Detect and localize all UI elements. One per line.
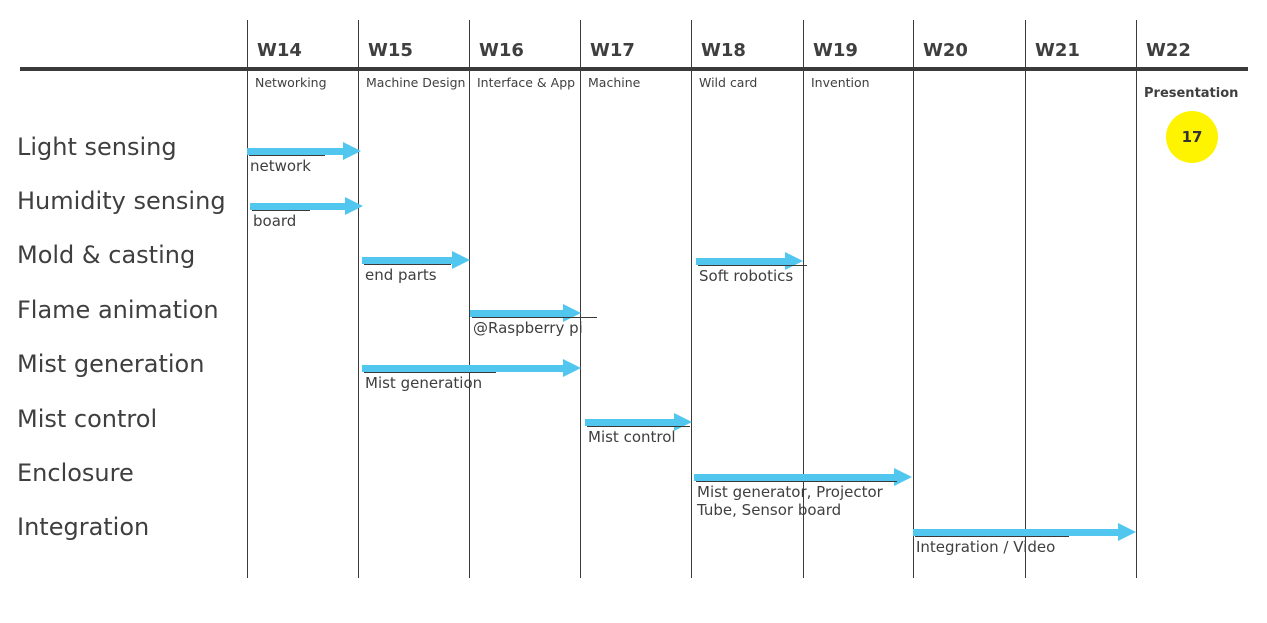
gantt-arrow-head (452, 251, 470, 269)
milestone-circle: 17 (1166, 111, 1218, 163)
task-label: Mist generation (17, 350, 205, 378)
gantt-bar-label: network (249, 155, 325, 175)
week-phase-label: Machine Design (366, 75, 466, 90)
gantt-arrow-shaft (694, 474, 896, 481)
gantt-arrow-shaft (247, 148, 345, 155)
gantt-arrow-head (345, 197, 363, 215)
week-gridline (691, 20, 692, 578)
task-label: Mold & casting (17, 241, 196, 269)
gantt-arrow-head (343, 142, 361, 160)
week-gridline (358, 20, 359, 578)
week-phase-label: Interface & App (477, 75, 576, 90)
week-gridline (247, 20, 248, 578)
gantt-arrow-shaft (362, 365, 565, 372)
gantt-bar-label: Soft robotics (698, 265, 808, 285)
task-label: Enclosure (17, 459, 134, 487)
week-label: W20 (923, 40, 968, 61)
gantt-arrow-shaft (250, 203, 347, 210)
week-phase-label: Machine (588, 75, 641, 90)
task-label: Integration (17, 513, 150, 541)
gantt-arrow-shaft (585, 419, 676, 426)
week-label: W18 (701, 40, 746, 61)
gantt-bar-label: Integration / Video (915, 536, 1070, 556)
gantt-bar-label: board (252, 210, 311, 230)
week-label: W15 (368, 40, 413, 61)
week-gridline (469, 20, 470, 578)
week-label: W14 (257, 40, 302, 61)
gantt-bar-label: Mist generation (364, 372, 497, 392)
gantt-arrow-head (894, 468, 912, 486)
gantt-arrow-shaft (696, 258, 787, 265)
week-label: W21 (1035, 40, 1080, 61)
week-phase-label: Presentation (1144, 86, 1239, 101)
week-label: W17 (590, 40, 635, 61)
gantt-arrow-shaft (470, 310, 565, 317)
milestone-value: 17 (1181, 128, 1203, 146)
week-gridline (913, 20, 914, 578)
header-divider (20, 67, 1248, 71)
week-label: W22 (1146, 40, 1191, 61)
gantt-bar-label: @Raspberry pi (472, 317, 597, 337)
gantt-arrow-head (1118, 523, 1136, 541)
gantt-arrow-shaft (362, 257, 454, 264)
week-phase-label: Invention (811, 75, 870, 90)
week-phase-label: Networking (255, 75, 327, 90)
gantt-bar-label: end parts (364, 264, 451, 284)
week-gridline (1025, 20, 1026, 578)
gantt-arrow-head (563, 359, 581, 377)
gantt-bar-label: Mist generator, Projector Tube, Sensor b… (696, 481, 897, 519)
week-label: W19 (813, 40, 858, 61)
week-gridline (1136, 20, 1137, 578)
week-gridline (580, 20, 581, 578)
gantt-arrow-shaft (913, 529, 1120, 536)
task-label: Light sensing (17, 133, 177, 161)
task-label: Humidity sensing (17, 187, 226, 215)
task-label: Flame animation (17, 296, 219, 324)
week-gridline (803, 20, 804, 578)
week-label: W16 (479, 40, 524, 61)
task-label: Mist control (17, 405, 158, 433)
gantt-bar-label: Mist control (587, 426, 690, 446)
week-phase-label: Wild card (699, 75, 758, 90)
